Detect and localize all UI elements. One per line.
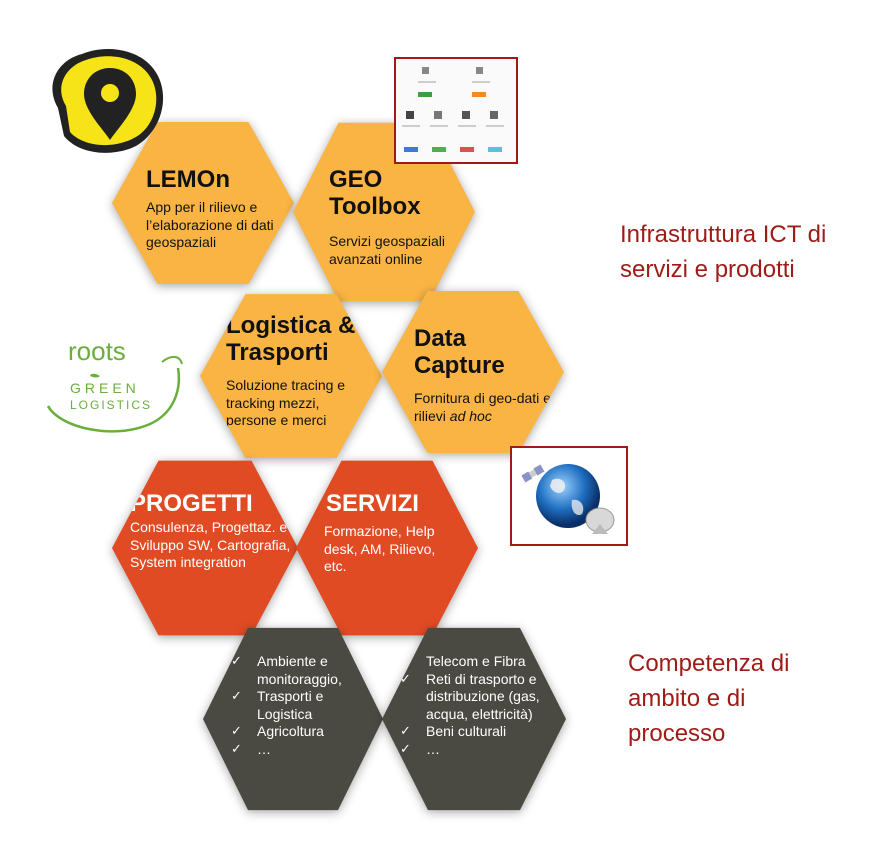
checkmark-icon: ✓ bbox=[231, 653, 242, 668]
data-capture-description: Fornitura di geo-dati e rilievi ad hoc bbox=[414, 390, 559, 425]
lemon-hex: LEMOn App per il rilievo e l’elaborazion… bbox=[112, 115, 294, 291]
data-capture-italic: ad hoc bbox=[449, 407, 492, 424]
satellite-globe-icon bbox=[510, 446, 628, 546]
roots-green-logistics-logo: roots GREEN LOGISTICS bbox=[44, 336, 184, 436]
roots-word: roots bbox=[68, 336, 126, 366]
data-capture-title: Data Capture bbox=[414, 325, 505, 379]
list-item: ✓… bbox=[400, 740, 440, 757]
ambiti-right-list: ✓Telecom e Fibra ✓Reti di trasporto e di… bbox=[400, 653, 560, 758]
list-item: ✓Trasporti e Logistica bbox=[231, 688, 324, 722]
roots-swoosh-icon bbox=[46, 356, 183, 433]
checkmark-icon: ✓ bbox=[400, 723, 411, 738]
ambiti-right-hex: ✓Telecom e Fibra ✓Reti di trasporto e di… bbox=[382, 620, 566, 818]
checkmark-icon: ✓ bbox=[231, 688, 242, 703]
checkmark-icon: ✓ bbox=[231, 740, 242, 756]
ambiti-left-list: ✓Ambiente e monitoraggio, ✓Trasporti e L… bbox=[231, 653, 371, 758]
geo-toolbox-title: GEO Toolbox bbox=[329, 166, 421, 220]
logistica-title: Logistica & Trasporti bbox=[226, 312, 356, 366]
progetti-description: Consulenza, Progettaz. e Sviluppo SW, Ca… bbox=[130, 519, 291, 570]
list-item: ✓Telecom e Fibra bbox=[400, 653, 526, 669]
logistics-word: LOGISTICS bbox=[70, 398, 153, 412]
checkmark-icon: ✓ bbox=[400, 670, 411, 686]
list-item: ✓Reti di trasporto e distribuzione (gas,… bbox=[400, 670, 540, 722]
ambiti-left-hex: ✓Ambiente e monitoraggio, ✓Trasporti e L… bbox=[203, 620, 383, 818]
checkmark-icon: ✓ bbox=[400, 740, 411, 756]
servizi-title: SERVIZI bbox=[326, 490, 419, 517]
data-capture-text: Fornitura di geo-dati e rilievi bbox=[414, 390, 551, 424]
progetti-title: PROGETTI bbox=[130, 490, 253, 517]
infrastruttura-label: Infrastruttura ICT di servizi e prodotti bbox=[620, 221, 827, 283]
data-capture-hex: Data Capture Fornitura di geo-dati e ril… bbox=[382, 284, 564, 460]
lemon-title: LEMOn bbox=[146, 166, 230, 193]
geo-toolbox-description: Servizi geospaziali avanzati online bbox=[329, 233, 445, 267]
checkmark-icon: ✓ bbox=[231, 723, 242, 738]
progetti-hex: PROGETTI Consulenza, Progettaz. e Svilup… bbox=[112, 453, 298, 643]
logistica-description: Soluzione tracing e tracking mezzi, pers… bbox=[226, 377, 346, 428]
lemon-map-pin-icon bbox=[40, 40, 170, 160]
list-item: ✓… bbox=[231, 740, 271, 757]
green-word: GREEN bbox=[70, 380, 140, 396]
lemon-description: App per il rilievo e l’elaborazione di d… bbox=[146, 199, 274, 250]
servizi-hex: SERVIZI Formazione, Help desk, AM, Rilie… bbox=[296, 453, 478, 643]
servizi-description: Formazione, Help desk, AM, Rilievo, etc. bbox=[324, 523, 436, 574]
logistica-hex: Logistica & Trasporti Soluzione tracing … bbox=[200, 287, 382, 465]
geo-toolbox-screenshot bbox=[394, 57, 518, 164]
list-item: ✓Agricoltura bbox=[231, 723, 324, 739]
list-item: ✓Beni culturali bbox=[400, 723, 507, 739]
competenza-label: Competenza di ambito e di processo bbox=[628, 650, 790, 747]
list-item: ✓Ambiente e monitoraggio, bbox=[231, 653, 342, 687]
checkmark-icon: ✓ bbox=[400, 653, 411, 668]
